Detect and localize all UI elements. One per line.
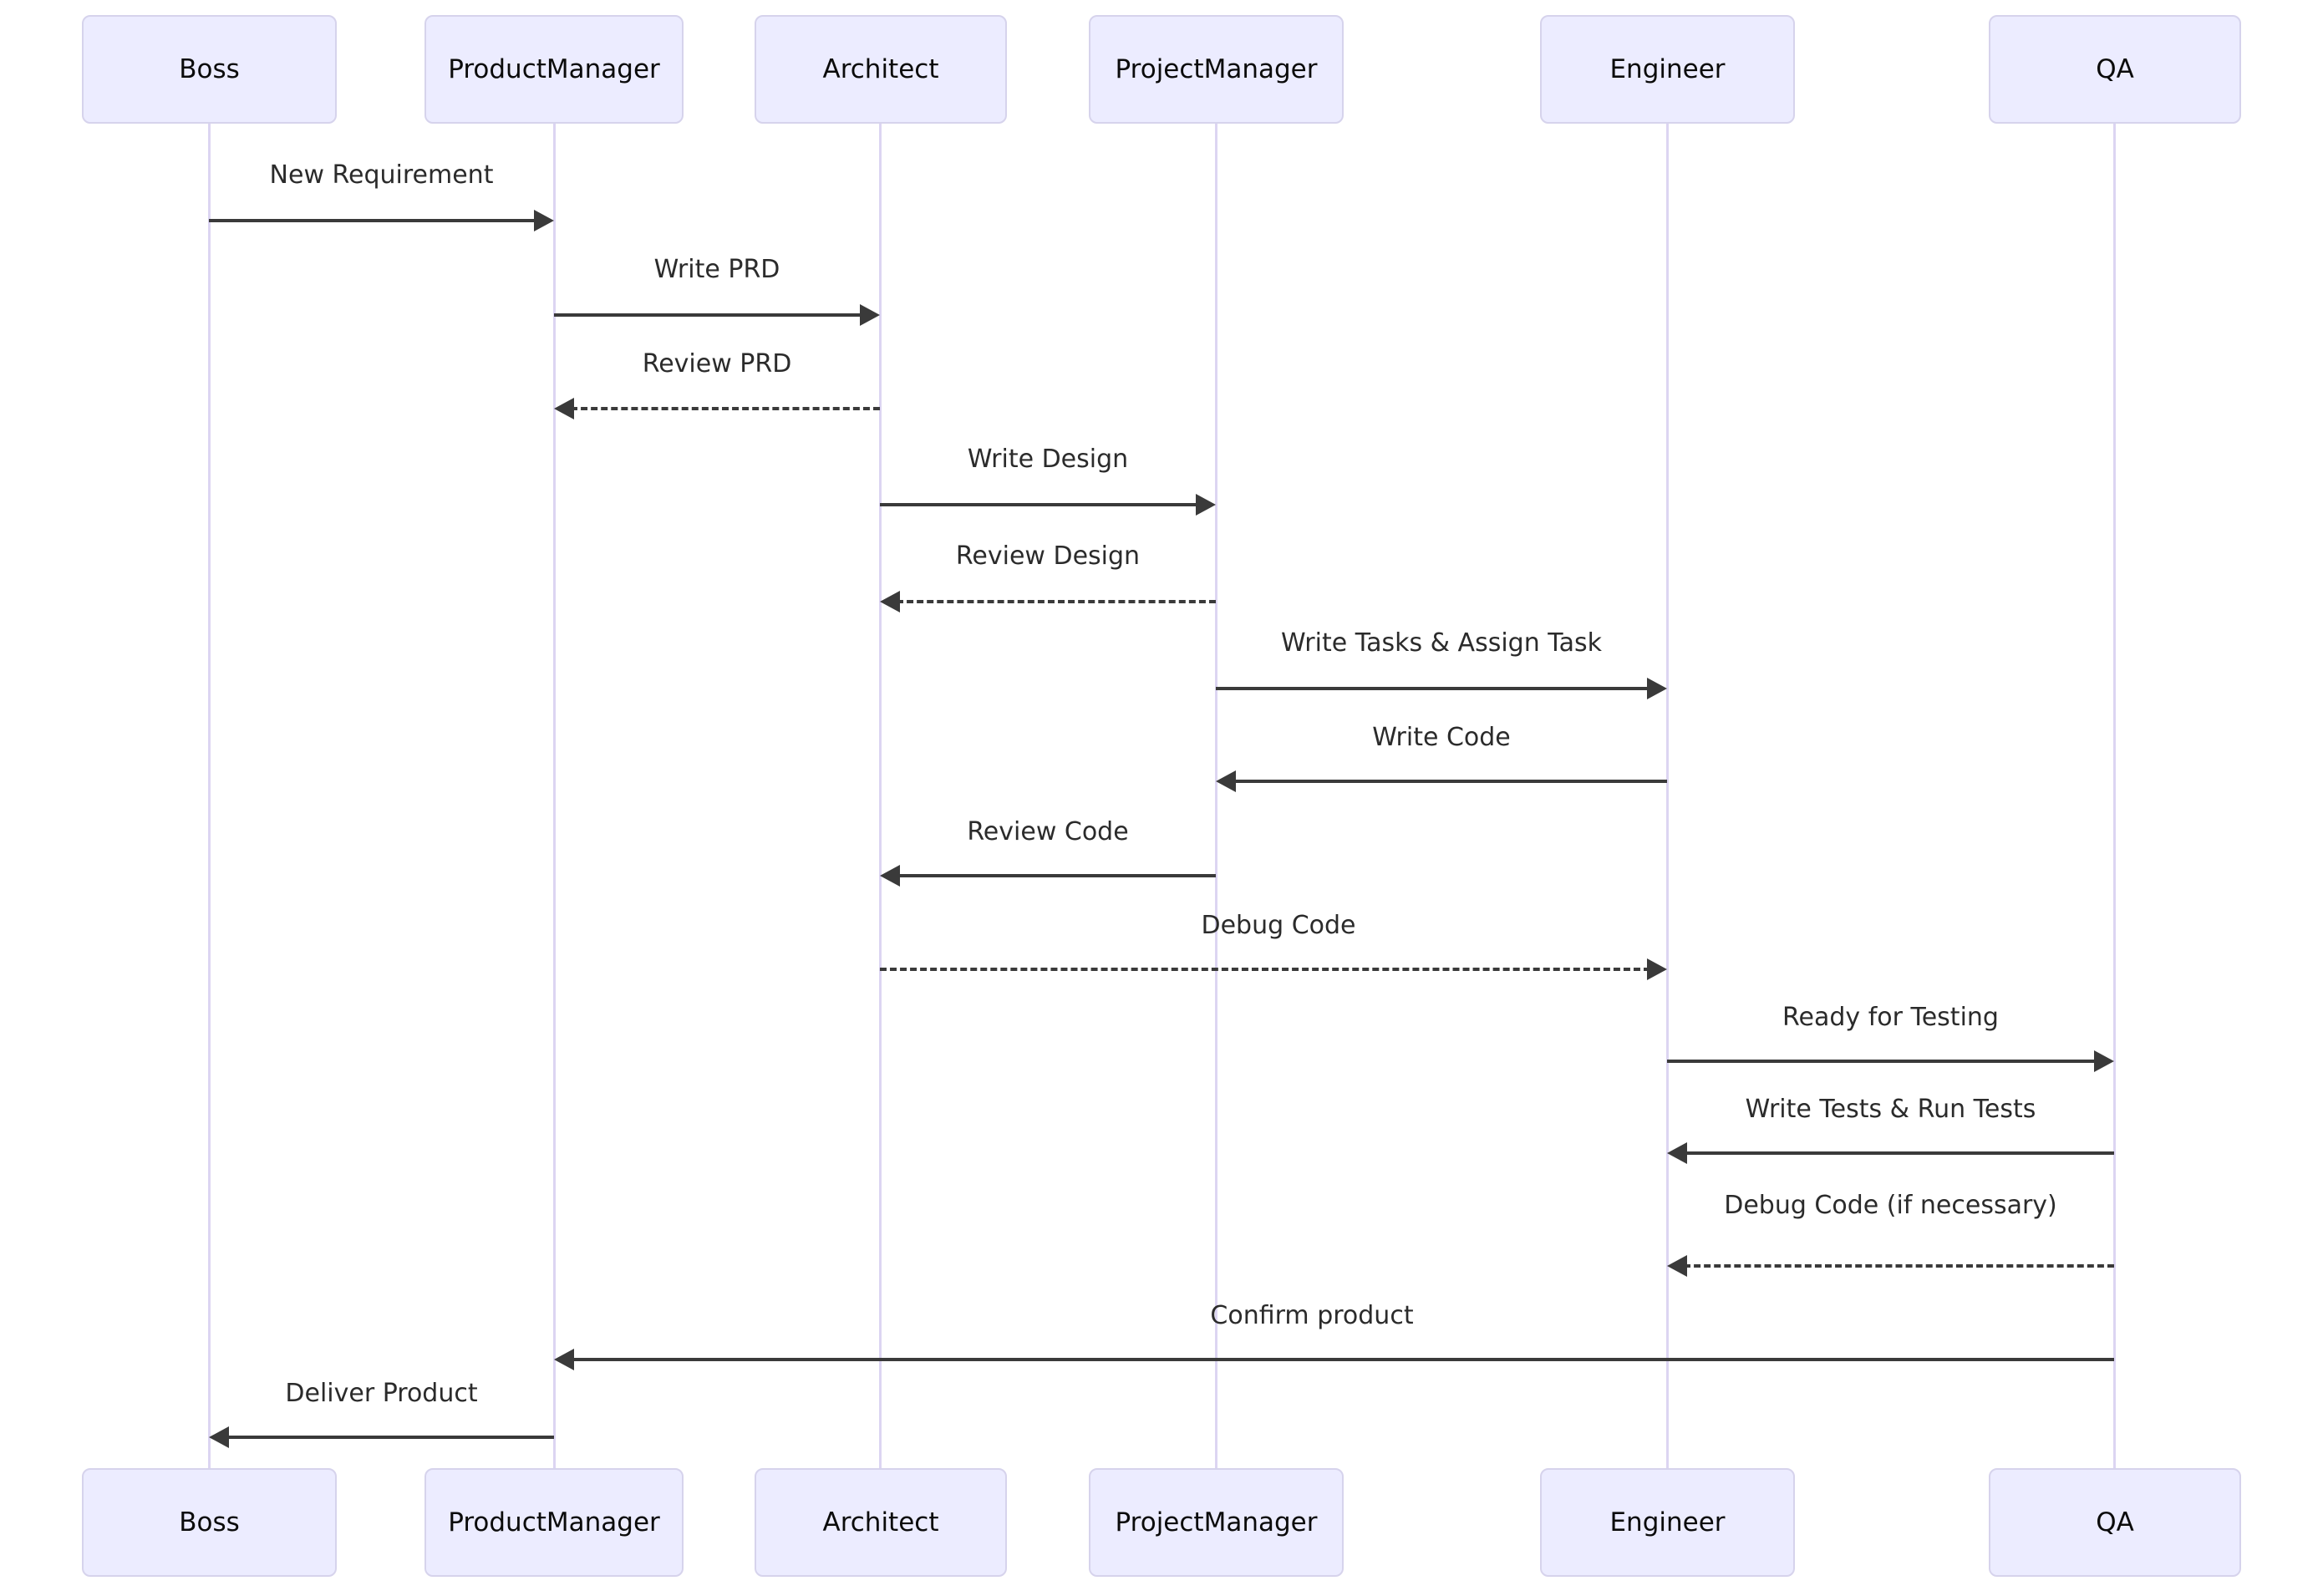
message-line-12 xyxy=(571,1358,2114,1361)
actor-box-bottom-projectmanager[interactable]: ProjectManager xyxy=(1089,1468,1344,1577)
message-arrowhead-0 xyxy=(534,210,554,231)
message-line-13 xyxy=(226,1436,554,1439)
message-line-10 xyxy=(1684,1151,2114,1155)
actor-box-top-engineer[interactable]: Engineer xyxy=(1540,15,1795,124)
actor-box-top-productmanager[interactable]: ProductManager xyxy=(424,15,684,124)
message-arrowhead-12 xyxy=(554,1349,574,1370)
lifeline-architect xyxy=(879,124,882,1468)
actor-box-top-architect[interactable]: Architect xyxy=(755,15,1007,124)
actor-box-bottom-boss[interactable]: Boss xyxy=(82,1468,337,1577)
message-line-11 xyxy=(1684,1264,2114,1268)
message-label-13: Deliver Product xyxy=(285,1379,478,1408)
message-label-12: Confirm product xyxy=(1210,1301,1414,1330)
message-arrowhead-10 xyxy=(1667,1142,1687,1164)
actor-label-engineer: Engineer xyxy=(1609,54,1726,84)
actor-label-qa: QA xyxy=(2096,54,2134,84)
actor-box-top-qa[interactable]: QA xyxy=(1989,15,2241,124)
message-label-4: Review Design xyxy=(955,541,1141,571)
message-label-1: Write PRD xyxy=(653,255,780,284)
message-label-6: Write Code xyxy=(1372,723,1511,752)
actor-label-boss: Boss xyxy=(179,54,240,84)
actor-label-qa: QA xyxy=(2096,1507,2134,1538)
message-arrowhead-2 xyxy=(554,398,574,419)
message-label-11: Debug Code (if necessary) xyxy=(1724,1191,2057,1220)
message-line-7 xyxy=(897,874,1216,877)
lifeline-engineer xyxy=(1666,124,1669,1468)
message-line-1 xyxy=(554,313,863,317)
actor-label-boss: Boss xyxy=(179,1507,240,1538)
message-arrowhead-1 xyxy=(860,304,880,326)
message-arrowhead-4 xyxy=(880,591,900,612)
message-line-3 xyxy=(880,503,1199,506)
message-arrowhead-3 xyxy=(1196,494,1216,516)
lifeline-qa xyxy=(2113,124,2116,1468)
message-arrowhead-7 xyxy=(880,865,900,887)
message-label-0: New Requirement xyxy=(269,160,494,190)
lifeline-boss xyxy=(208,124,211,1468)
message-label-9: Ready for Testing xyxy=(1782,1003,1999,1032)
message-line-6 xyxy=(1233,780,1667,783)
actor-box-bottom-qa[interactable]: QA xyxy=(1989,1468,2241,1577)
message-label-8: Debug Code xyxy=(1201,911,1356,940)
actor-label-productmanager: ProductManager xyxy=(448,1507,660,1538)
actor-label-projectmanager: ProjectManager xyxy=(1115,54,1318,84)
message-arrowhead-9 xyxy=(2094,1050,2114,1072)
actor-box-top-boss[interactable]: Boss xyxy=(82,15,337,124)
message-label-5: Write Tasks & Assign Task xyxy=(1280,628,1603,658)
actor-box-bottom-productmanager[interactable]: ProductManager xyxy=(424,1468,684,1577)
message-line-9 xyxy=(1667,1060,2097,1063)
message-arrowhead-11 xyxy=(1667,1255,1687,1277)
message-line-4 xyxy=(897,600,1216,603)
message-line-2 xyxy=(571,407,880,410)
message-arrowhead-6 xyxy=(1216,770,1236,792)
message-line-0 xyxy=(209,219,537,222)
message-line-5 xyxy=(1216,687,1650,690)
lifeline-projectmanager xyxy=(1215,124,1217,1468)
message-arrowhead-5 xyxy=(1647,678,1667,699)
message-label-10: Write Tests & Run Tests xyxy=(1745,1095,2036,1124)
actor-label-architect: Architect xyxy=(822,1507,939,1538)
message-arrowhead-13 xyxy=(209,1426,229,1448)
message-line-8 xyxy=(880,968,1650,971)
message-arrowhead-8 xyxy=(1647,958,1667,980)
actor-box-bottom-architect[interactable]: Architect xyxy=(755,1468,1007,1577)
actor-label-productmanager: ProductManager xyxy=(448,54,660,84)
lifeline-productmanager xyxy=(553,124,556,1468)
message-label-3: Write Design xyxy=(967,445,1129,474)
actor-label-projectmanager: ProjectManager xyxy=(1115,1507,1318,1538)
actor-box-top-projectmanager[interactable]: ProjectManager xyxy=(1089,15,1344,124)
actor-box-bottom-engineer[interactable]: Engineer xyxy=(1540,1468,1795,1577)
message-label-7: Review Code xyxy=(967,817,1129,846)
message-label-2: Review PRD xyxy=(642,349,792,379)
actor-label-engineer: Engineer xyxy=(1609,1507,1726,1538)
actor-label-architect: Architect xyxy=(822,54,939,84)
